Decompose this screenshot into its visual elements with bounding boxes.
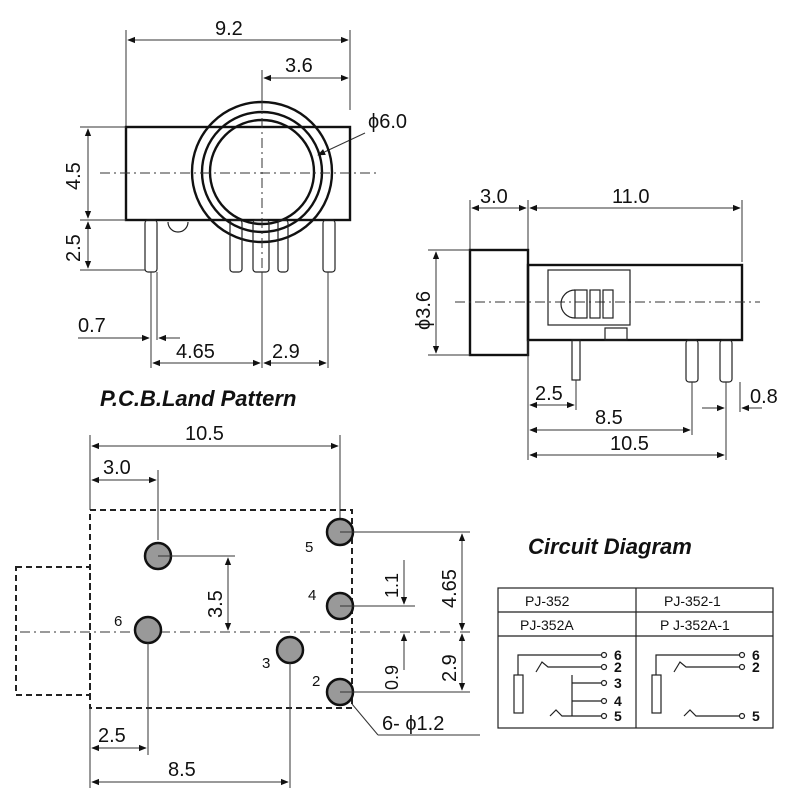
side-view: 3.0 11.0 ϕ3.6 2.5 8.5 10.5	[413, 186, 778, 460]
dim-front-diameter: ϕ6.0	[368, 111, 407, 133]
dim-front-height-upper: 4.5	[63, 162, 85, 190]
dim-front-pin-spacing-a: 4.65	[176, 341, 215, 363]
left-pin-3: 3	[614, 675, 622, 691]
front-body	[124, 125, 352, 222]
pcb-land-pattern: P.C.B.Land Pattern 10.5 3.0 5 4 6 3 2	[15, 386, 480, 788]
pcb-pin-5: 5	[305, 539, 313, 556]
dim-side-pin-width: 0.8	[750, 386, 778, 408]
table-pj352: PJ-352	[525, 593, 570, 609]
dim-front-width: 9.2	[215, 18, 243, 40]
dim-front-height-lower: 2.5	[63, 234, 85, 262]
pcb-pin-3: 3	[262, 655, 270, 672]
left-pin-6: 6	[614, 647, 622, 663]
dim-pcb-vert-b: 1.1	[382, 573, 402, 598]
dim-side-diameter: ϕ3.6	[413, 291, 435, 330]
dim-pcb-vert-e: 2.9	[439, 654, 461, 682]
left-pin-4: 4	[614, 693, 622, 709]
dim-side-pin-a: 2.5	[535, 383, 563, 405]
left-pin-5: 5	[614, 708, 622, 724]
dim-side-pin-b: 8.5	[595, 407, 623, 429]
dim-pcb-total-width: 10.5	[185, 423, 224, 445]
left-pin-2: 2	[614, 659, 622, 675]
schematic-right: 6 2 5	[651, 647, 760, 724]
right-pin-6: 6	[752, 647, 760, 663]
table-pj352a: PJ-352A	[520, 617, 574, 633]
dim-side-pin-c: 10.5	[610, 433, 649, 455]
dim-pcb-holes: 6- ϕ1.2	[382, 713, 444, 735]
circuit-diagram: Circuit Diagram PJ-352 PJ-352-1 PJ-352A …	[497, 534, 774, 729]
dim-pcb-vert-a: 3.5	[205, 590, 227, 618]
dim-front-offset: 3.6	[285, 55, 313, 77]
dim-front-pin-width: 0.7	[78, 315, 106, 337]
pcb-title: P.C.B.Land Pattern	[100, 386, 296, 411]
dim-pcb-bottom-b: 8.5	[168, 759, 196, 781]
right-pin-2: 2	[752, 659, 760, 675]
dim-pcb-vert-d: 0.9	[382, 665, 402, 690]
pcb-plug-outline	[15, 566, 91, 696]
table-pj352a-1: P J-352A-1	[660, 617, 730, 633]
front-view: 9.2 3.6 ϕ6.0 4.5 2.5	[63, 18, 407, 368]
pcb-pin-2: 2	[312, 673, 320, 690]
pcb-pin-4: 4	[308, 587, 316, 604]
right-pin-5: 5	[752, 708, 760, 724]
schematic-left: 6 2 3 4 5	[513, 647, 622, 724]
dim-front-pin-spacing-b: 2.9	[272, 341, 300, 363]
table-pj352-1: PJ-352-1	[664, 593, 721, 609]
dim-pcb-bottom-a: 2.5	[98, 725, 126, 747]
dim-pcb-left-offset: 3.0	[103, 457, 131, 479]
dim-side-body-len: 11.0	[612, 186, 649, 208]
dim-side-front-len: 3.0	[480, 186, 508, 208]
dim-pcb-vert-c: 4.65	[439, 569, 461, 608]
pcb-pin-6: 6	[114, 613, 122, 630]
circuit-title: Circuit Diagram	[528, 534, 692, 559]
